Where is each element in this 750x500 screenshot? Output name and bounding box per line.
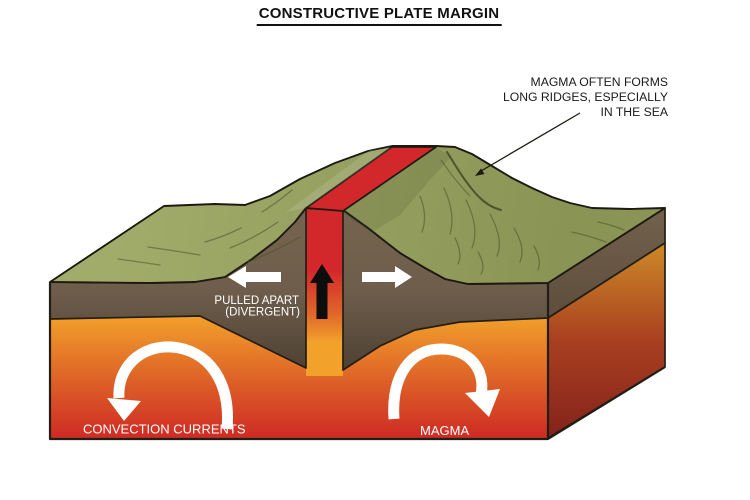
annotation-arrowhead-icon	[475, 168, 485, 176]
terrain-texture-stroke	[147, 246, 201, 256]
terrain-texture-stroke	[597, 221, 625, 231]
magma-chamber-front-face	[50, 308, 548, 438]
ridge-rift-strip	[305, 146, 437, 212]
label-convection-currents: CONVECTION CURRENTS	[83, 422, 246, 437]
terrain-texture-stroke	[477, 251, 484, 275]
terrain-texture-stroke	[571, 231, 607, 243]
label-magma: MAGMA	[420, 423, 469, 438]
terrain-texture-stroke	[229, 221, 279, 249]
terrain-surface	[49, 145, 666, 285]
annotation-leader-line	[475, 112, 581, 176]
terrain-texture-stroke	[533, 245, 540, 271]
terrain-texture-stroke	[443, 187, 453, 235]
block-outline	[48, 282, 666, 441]
terrain-texture-stroke	[454, 237, 461, 265]
left-plate-motion-arrow-icon	[228, 266, 281, 288]
right-plate-motion-arrow-icon	[362, 266, 412, 288]
terrain-texture-stroke	[489, 213, 500, 257]
annotation-line: LONG RIDGES, ESPECIALLY	[503, 90, 668, 104]
ridge-groove-crease	[440, 159, 471, 197]
terrain-texture-stroke	[117, 258, 161, 266]
terrain-texture-stroke	[419, 195, 426, 233]
terrain-texture-stroke	[261, 189, 293, 213]
ridge-highlight	[286, 148, 392, 212]
terrain-texture-stroke	[465, 199, 476, 249]
right-convection-arrow-icon	[388, 343, 500, 420]
ridge-groove-crease	[446, 151, 502, 211]
annotation-magma-ridges: MAGMA OFTEN FORMS LONG RIDGES, ESPECIALL…	[503, 75, 669, 119]
terrain-texture-stroke	[247, 236, 301, 263]
annotation-line: IN THE SEA	[600, 105, 668, 119]
pulled-apart-line1: PULLED APART	[214, 295, 299, 307]
terrain-texture	[117, 148, 625, 275]
left-convection-arrow-icon	[107, 341, 233, 430]
terrain-texture-stroke	[204, 227, 242, 243]
terrain-texture-stroke	[513, 227, 523, 263]
pulled-apart-line2: (DIVERGENT)	[225, 307, 300, 319]
annotation-line: MAGMA OFTEN FORMS	[531, 75, 668, 89]
diagram-title: CONSTRUCTIVE PLATE MARGIN	[256, 5, 502, 26]
magma-rise-arrow-icon	[310, 264, 334, 319]
label-pulled-apart: PULLED APART (DIVERGENT)	[214, 295, 300, 319]
ridge-shade	[343, 148, 452, 232]
